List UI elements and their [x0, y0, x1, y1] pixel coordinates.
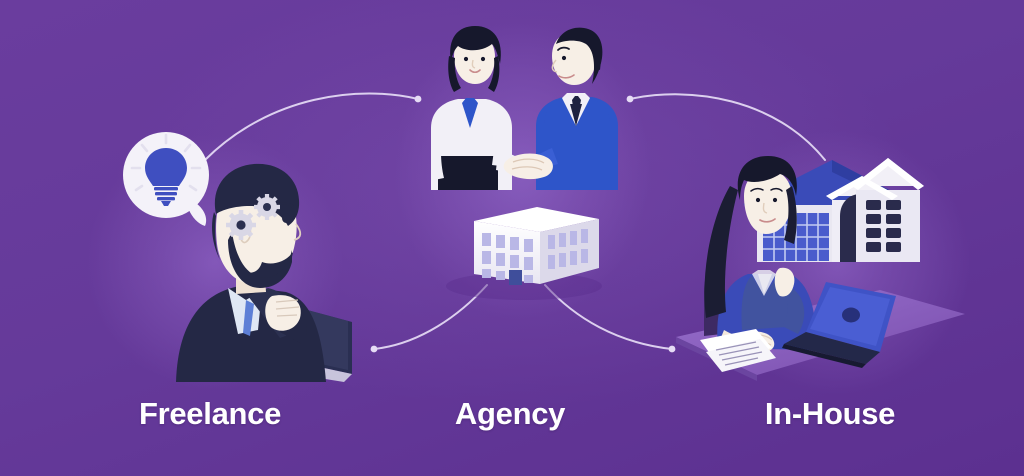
lightbulb-rays-icon [130, 133, 202, 192]
connector-lines [204, 92, 826, 350]
handshake-icon [431, 26, 618, 190]
connector-agency-inhouse-top [629, 93, 826, 161]
documents-icon [700, 329, 776, 372]
connector-endpoints [370, 95, 676, 353]
lightbulb-icon [130, 133, 202, 206]
scene-freelance [123, 132, 352, 382]
node-label-freelance: Freelance [138, 396, 282, 431]
thought-bubble-icon [123, 132, 209, 226]
laptop-icon [782, 282, 896, 368]
node-label-agency: Agency [454, 396, 566, 431]
gears-icon [226, 194, 280, 240]
node-label-in-house: In-House [764, 396, 896, 431]
connector-agency-freelance-bottom [373, 284, 488, 350]
inhouse-worker-figure [704, 156, 816, 353]
office-building-icon [446, 207, 602, 300]
scene-inhouse [676, 156, 965, 381]
scene-agency [431, 26, 618, 300]
connector-freelance-agency-top [204, 92, 419, 161]
house-window-grid-icon [866, 200, 901, 252]
connector-agency-inhouse-bottom [544, 284, 673, 350]
freelancer-figure [176, 163, 326, 382]
